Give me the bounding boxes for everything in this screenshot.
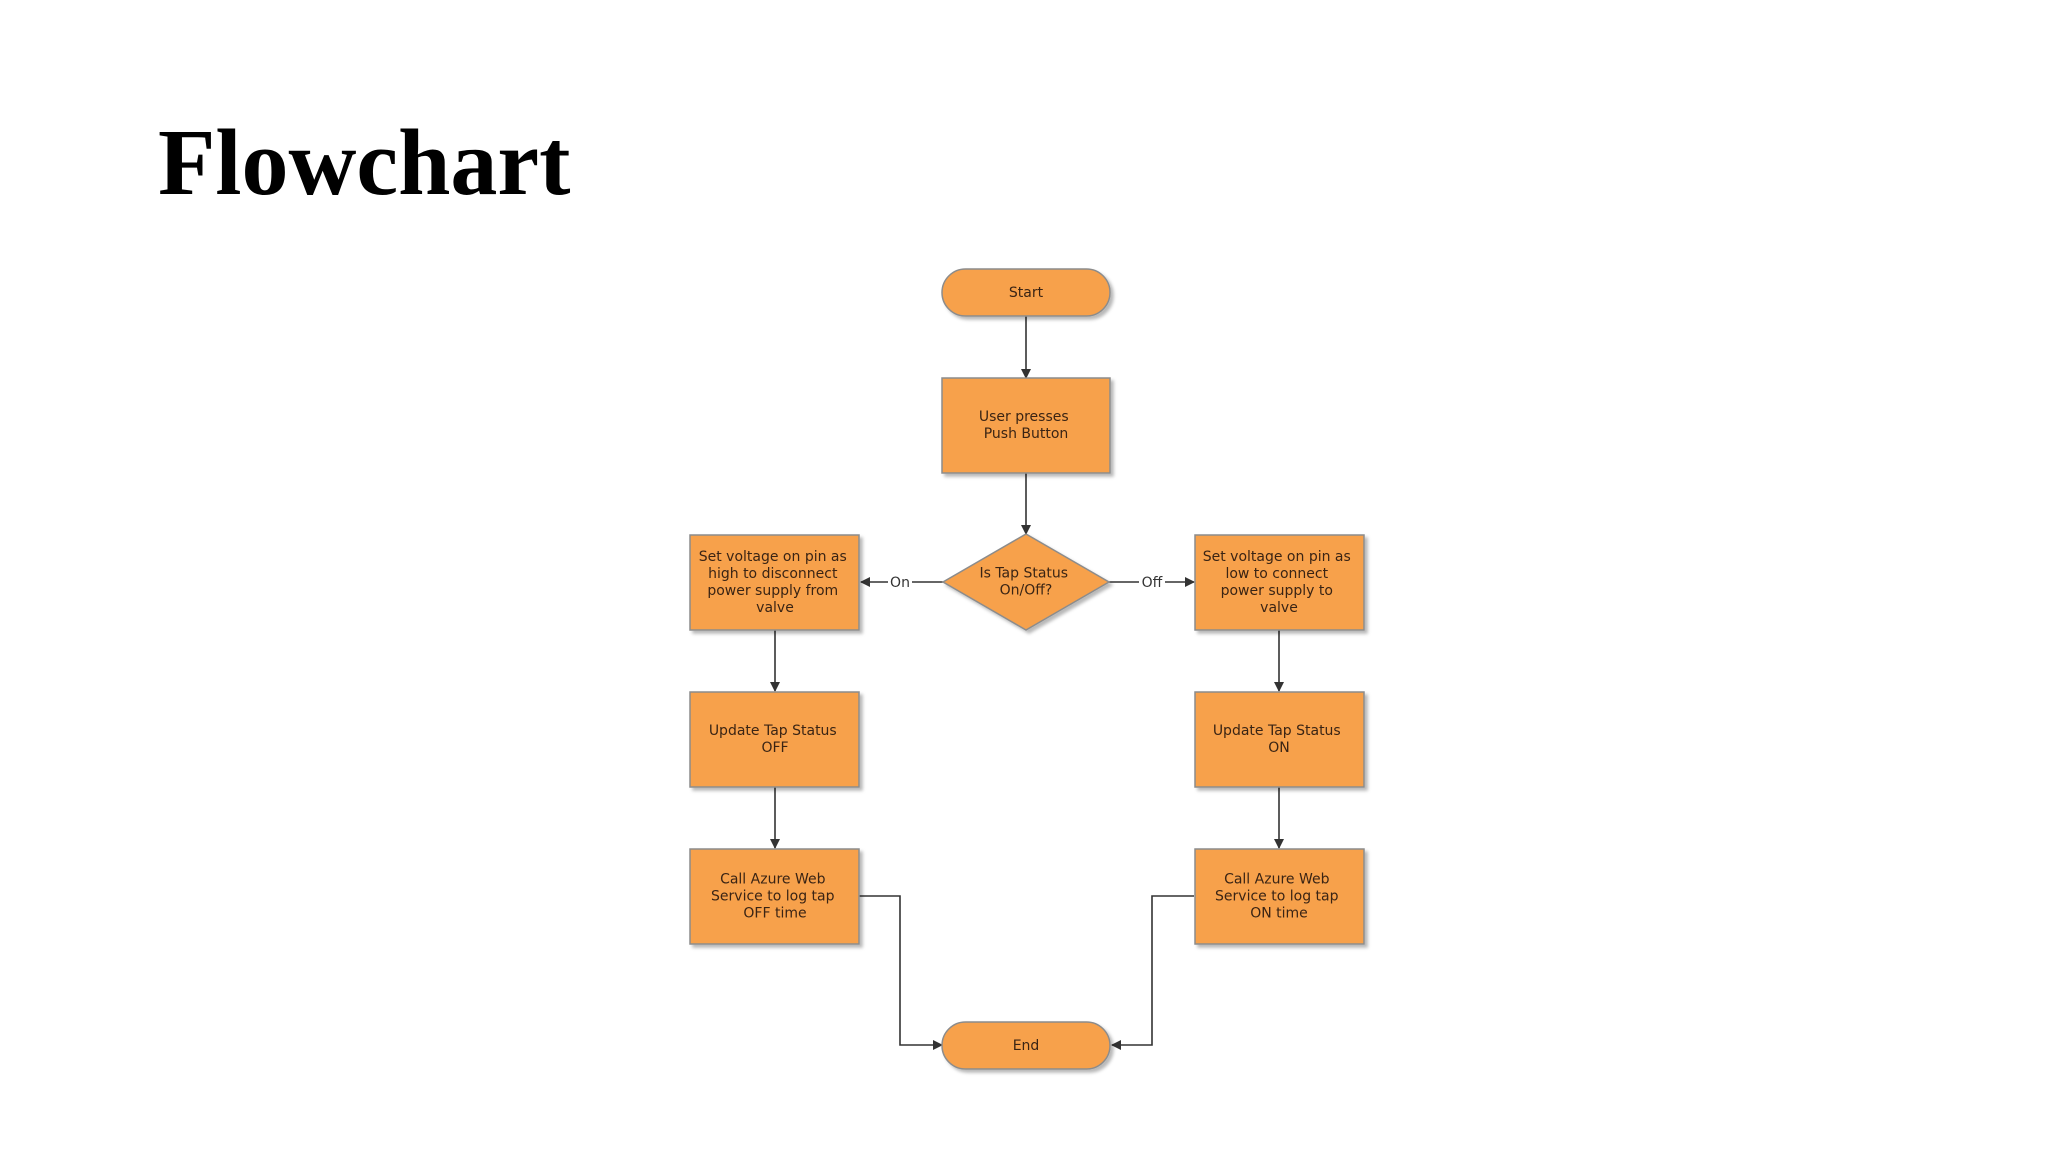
node-decision-label-line: On/Off? <box>1000 583 1053 599</box>
node-azure-off-label: Call Azure Web Service to log tap OFF ti… <box>711 872 839 922</box>
node-push-label-line: User presses <box>979 409 1069 425</box>
node-update-on-label: Update Tap Status ON <box>1213 723 1345 756</box>
node-update-on-label-line: Update Tap Status <box>1213 723 1341 739</box>
node-set-high-label-line: power supply from <box>707 583 838 599</box>
node-set-high-shape <box>689 534 860 631</box>
edge-azure-off-to-end <box>859 895 943 1050</box>
edge-azure-on-to-end <box>1111 895 1194 1050</box>
edge-label-off: Off <box>1142 575 1163 591</box>
node-set-high-label-line: valve <box>756 600 794 616</box>
node-azure-on-label-line: Call Azure Web <box>1224 872 1330 888</box>
node-push-label: User presses Push Button <box>979 409 1073 442</box>
node-azure-on-shape <box>1194 848 1365 945</box>
node-update-off-label-line: OFF <box>761 740 788 756</box>
node-set-low-label-line: Set voltage on pin as <box>1203 549 1351 565</box>
node-azure-on-label-line: ON time <box>1250 906 1308 922</box>
slide-title: Flowchart <box>158 111 571 215</box>
node-set-high-label-line: high to disconnect <box>708 566 838 582</box>
node-update-off-label: Update Tap Status OFF <box>709 723 841 756</box>
node-set-low-label-line: valve <box>1260 600 1298 616</box>
node-update-off-shape <box>689 691 860 788</box>
node-start-shape <box>941 268 1111 317</box>
node-azure-off-label-line: Call Azure Web <box>720 872 826 888</box>
node-decision-label: Is Tap Status On/Off? <box>979 566 1072 599</box>
node-azure-on-label: Call Azure Web Service to log tap ON tim… <box>1215 872 1343 922</box>
node-update-on-shape <box>1194 691 1365 788</box>
node-decision-label-line: Is Tap Status <box>979 566 1068 582</box>
node-azure-off-label-line: Service to log tap <box>711 889 835 905</box>
node-set-low-label-line: power supply to <box>1221 583 1333 599</box>
nodes <box>689 268 1365 1070</box>
node-set-low-label: Set voltage on pin as low to connect pow… <box>1203 549 1356 616</box>
node-set-low-shape <box>1194 534 1365 631</box>
node-azure-on-label-line: Service to log tap <box>1215 889 1339 905</box>
node-push-label-line: Push Button <box>984 426 1069 442</box>
node-set-low-label-line: low to connect <box>1225 566 1328 582</box>
node-update-off-label-line: Update Tap Status <box>709 723 837 739</box>
node-start-label: Start <box>1009 285 1044 301</box>
node-azure-off-label-line: OFF time <box>743 906 806 922</box>
node-set-high-label: Set voltage on pin as high to disconnect… <box>699 549 852 616</box>
node-push-shape <box>941 377 1111 474</box>
edge-label-on: On <box>890 575 910 591</box>
node-azure-off-shape <box>689 848 860 945</box>
node-update-on-label-line: ON <box>1268 740 1290 756</box>
node-end-label: End <box>1013 1038 1040 1054</box>
node-decision-shape <box>941 533 1111 631</box>
node-end-shape <box>941 1021 1111 1070</box>
node-set-high-label-line: Set voltage on pin as <box>699 549 847 565</box>
